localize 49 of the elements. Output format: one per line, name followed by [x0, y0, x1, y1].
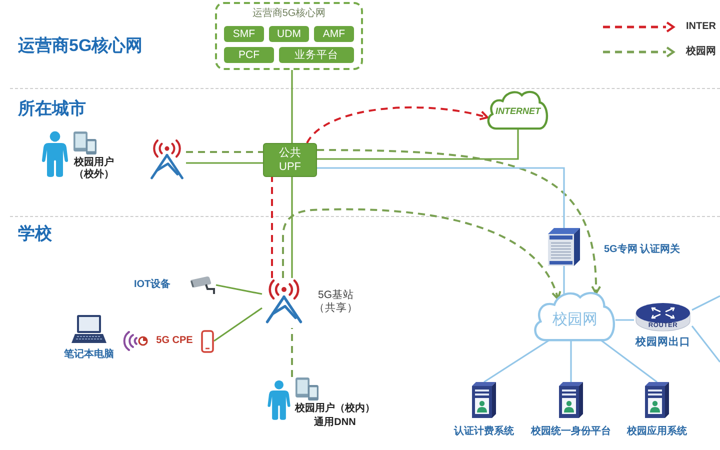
group-title: 运营商5G核心网: [252, 8, 326, 20]
dashed-group-frame: [215, 2, 363, 70]
station-label: 5G基站（共享）: [314, 289, 358, 315]
section-heading: 所在城市: [18, 99, 86, 119]
link-line: [563, 266, 565, 294]
device-label: 笔记本电脑: [64, 349, 114, 361]
system-label: 认证计费系统: [454, 426, 514, 438]
function-tile: SMF: [224, 26, 264, 42]
function-tile: UDM: [269, 26, 309, 42]
link-line: [317, 167, 565, 228]
cell-tower-icon: [148, 138, 186, 180]
dashed-link-line: [271, 177, 273, 278]
function-tile: 公共 UPF: [263, 143, 317, 177]
dashed-flow-arrow: [282, 208, 560, 300]
dashed-flow-arrow: [306, 106, 488, 144]
link-line: [570, 340, 572, 382]
device-label: IOT设备: [134, 279, 171, 291]
link-line: [216, 284, 262, 295]
link-line: [214, 307, 262, 342]
system-label: 校园统一身份平台: [531, 426, 611, 438]
link-line: [291, 177, 293, 278]
section-heading: 学校: [18, 224, 52, 244]
user-label: 通用DNN: [314, 417, 356, 429]
legend-text: INTER: [686, 21, 716, 33]
device-label: 校园网出口: [636, 336, 690, 348]
function-tile: 业务平台: [279, 47, 354, 63]
link-line: [615, 319, 634, 321]
device-caption: 5G专网 认证网关: [604, 244, 680, 256]
link-line: [291, 70, 293, 143]
link-line: [692, 295, 720, 311]
cloud-label: 校园网: [552, 312, 598, 329]
cloud-label: INTERNET: [496, 107, 540, 118]
function-tile: AMF: [314, 26, 354, 42]
link-line: [691, 326, 720, 362]
device-label: 5G CPE: [156, 335, 193, 347]
link-line: [600, 340, 658, 383]
dashed-flow-arrow: [317, 149, 601, 294]
dashed-link-line: [291, 328, 293, 377]
system-label: 校园应用系统: [627, 426, 687, 438]
user-label: 校园用户（校内）: [295, 403, 375, 415]
function-tile: PCF: [224, 47, 274, 63]
legend-text: 校园网: [686, 46, 716, 58]
link-line: [186, 162, 263, 164]
link-line: [484, 340, 550, 383]
section-heading: 运营商5G核心网: [18, 36, 143, 56]
gateway-appliance-icon: [548, 228, 580, 266]
user-label: 校园用户（校外）: [73, 157, 115, 181]
link-line: [317, 128, 519, 160]
dashed-link-line: [186, 151, 263, 153]
